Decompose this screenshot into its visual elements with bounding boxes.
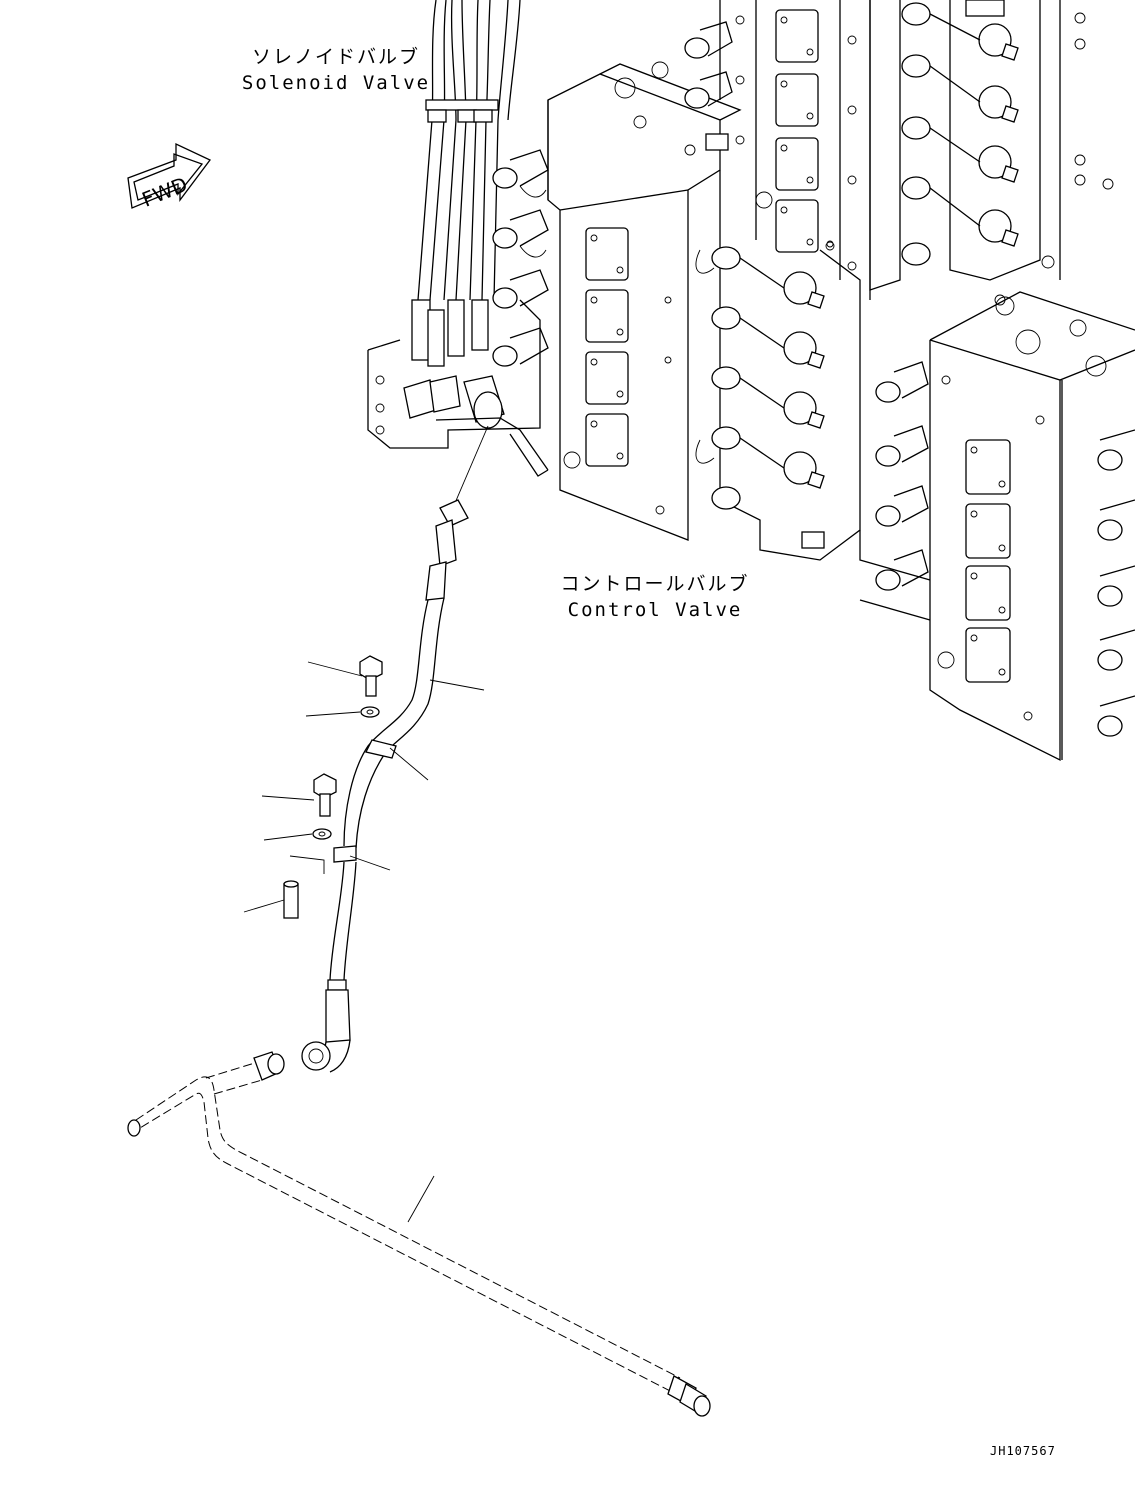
solenoid-connectors-middle bbox=[695, 240, 834, 549]
bolt-upper bbox=[359, 655, 383, 697]
hardware-parts bbox=[283, 655, 383, 919]
drawing-number: JH107567 bbox=[990, 1444, 1056, 1458]
washer-upper bbox=[360, 706, 380, 718]
control-valve-label-en: Control Valve bbox=[567, 599, 743, 621]
control-valve-block-4 bbox=[929, 291, 1135, 762]
control-valve-label-jp: コントロールバルブ bbox=[560, 573, 750, 595]
fwd-arrow-icon: FWD bbox=[127, 142, 211, 212]
control-valve-block-3 bbox=[869, 0, 1114, 306]
solenoid-valve-label-en: Solenoid Valve bbox=[241, 72, 431, 94]
solenoid-connectors-left bbox=[492, 149, 549, 367]
washer-lower bbox=[312, 828, 332, 840]
solenoid-connectors-right bbox=[859, 361, 931, 621]
solenoid-mount-bracket bbox=[367, 299, 549, 477]
control-valve-block-1 bbox=[547, 61, 742, 541]
fwd-label: FWD bbox=[139, 172, 191, 212]
pilot-hose bbox=[301, 425, 489, 1073]
solenoid-valve-label-jp: ソレノイドバルブ bbox=[251, 46, 420, 68]
solenoid-hose-bundle bbox=[403, 0, 521, 429]
solenoid-connectors-upper bbox=[684, 21, 733, 151]
callout-leaders bbox=[243, 661, 485, 1223]
spacer-collar bbox=[283, 880, 299, 919]
bolt-lower bbox=[313, 773, 337, 817]
dashed-pipe bbox=[127, 1051, 711, 1417]
